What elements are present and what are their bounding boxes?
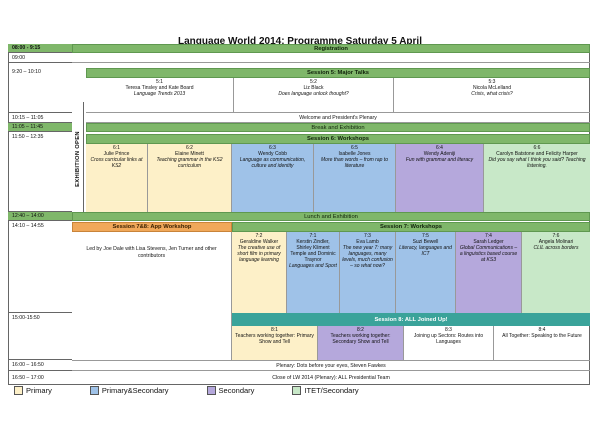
session-7-8-header: Session 7&8: App Workshop [72, 222, 232, 232]
session-6-header: Session 6: Workshops [86, 134, 590, 144]
time-slot: 11:50 – 12:35 [8, 132, 72, 212]
time-slot: 10:15 – 11:05 [8, 113, 72, 123]
exhibition-open-label: EXHIBITION OPEN [72, 102, 84, 216]
session-7-header: Session 7: Workshops [232, 222, 590, 232]
time-slot: 12:40 – 14:00 [8, 212, 72, 221]
blank-row [72, 53, 590, 63]
time-slot: 08:00 - 9:15 [8, 44, 72, 53]
time-slot: 16:00 – 16:50 [8, 360, 72, 371]
time-slot: 9:20 – 10:10 [8, 63, 72, 113]
app-workshop-description: Led by Joe Dale with Lisa Stevens, Jen T… [72, 232, 232, 360]
time-slot: 16:50 – 17:00 [8, 371, 72, 385]
registration-band: Registration [72, 44, 590, 53]
legend-secondary: Secondary [206, 385, 254, 395]
break-band: Break and Exhibition [86, 123, 590, 132]
legend-primary-secondary: Primary&Secondary [89, 385, 169, 395]
legend-swatch [292, 385, 302, 395]
lunch-band: Lunch and Exhibition [72, 212, 590, 221]
time-slot: 15:00-15:50 [8, 313, 72, 360]
welcome-plenary: Welcome and President's Plenary [86, 113, 590, 123]
legend-primary: Primary [14, 385, 52, 395]
time-slot: 11:05 – 11:45 [8, 123, 72, 132]
time-slot: 14:10 – 14:55 [8, 221, 72, 313]
legend-swatch [89, 385, 99, 395]
session-8-header: Session 8: ALL Joined Up! [232, 313, 590, 326]
legend-swatch [14, 385, 23, 395]
time-slot: 09:00 [8, 53, 72, 63]
legend-itet-secondary: ITET/Secondary [292, 385, 359, 395]
page-title: Language World 2014: Programme Saturday … [178, 36, 422, 47]
session-5-header: Session 5: Major Talks [86, 68, 590, 78]
colour-legend: Primary Primary&Secondary Secondary ITET… [14, 384, 574, 396]
legend-swatch [206, 385, 216, 395]
closing-plenary: Plenary: Dots before your eyes, Steven F… [72, 360, 590, 371]
close-of-conference: Close of LW 2014 (Plenary): ALL Presiden… [272, 375, 390, 381]
